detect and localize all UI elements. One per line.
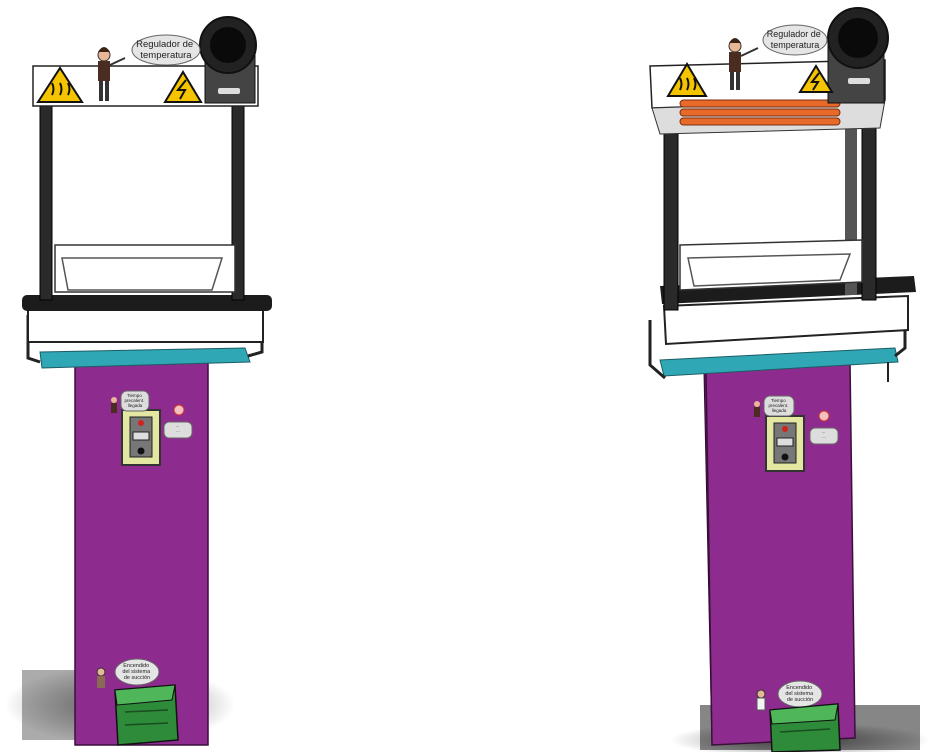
character-icon bbox=[819, 411, 829, 421]
timer-display bbox=[133, 432, 149, 440]
teal-plate bbox=[40, 348, 250, 368]
character-icon bbox=[754, 401, 760, 417]
character-icon bbox=[174, 405, 184, 415]
temperature-bubble-line-1: Regulador de bbox=[136, 39, 193, 50]
power-button[interactable] bbox=[138, 420, 144, 426]
left-post bbox=[40, 100, 52, 300]
character-icon bbox=[97, 668, 105, 688]
panel-bubble-right-line-2: ··· bbox=[176, 429, 180, 434]
suction-bin[interactable] bbox=[770, 704, 840, 752]
temperature-bubble: Regulador de temperatura bbox=[763, 25, 827, 55]
control-panel bbox=[122, 410, 160, 465]
start-button[interactable] bbox=[782, 454, 789, 461]
temperature-bubble-line-2: temperatura bbox=[140, 50, 192, 61]
suction-bubble: Encendido del sistema de succión bbox=[115, 659, 159, 685]
fan-slot bbox=[218, 88, 240, 94]
fan-inner bbox=[210, 27, 246, 63]
panel-bubble-right-line-2: ··· bbox=[822, 435, 826, 440]
forming-tray bbox=[55, 245, 235, 292]
suction-bubble: Encendido del sistema de succión bbox=[778, 681, 822, 707]
fan-inner bbox=[838, 18, 878, 58]
control-panel bbox=[766, 416, 804, 471]
machine-right: Regulador de temperatura Tiempo precalen… bbox=[650, 8, 930, 752]
character-icon bbox=[111, 397, 117, 413]
right-post bbox=[862, 100, 876, 300]
clamp-frame bbox=[664, 296, 908, 344]
svg-text:Encendido del sistema: Encendido del sistema de succión bbox=[122, 663, 151, 681]
panel-bubble-left-line-3: llegada bbox=[772, 408, 787, 413]
timer-display bbox=[777, 438, 793, 446]
power-button[interactable] bbox=[782, 426, 788, 432]
svg-text:··· ···: ··· ··· bbox=[175, 424, 180, 434]
heater-elements bbox=[680, 100, 840, 125]
svg-text:Encendido del sistema: Encendido del sistema de succión bbox=[785, 685, 814, 703]
character-icon bbox=[757, 690, 765, 710]
suction-bubble-line-3: de succión bbox=[124, 675, 150, 681]
temperature-bubble-line-1: Regulador de bbox=[767, 29, 821, 39]
svg-text:Regulador de temperatu: Regulador de temperatura bbox=[136, 39, 196, 61]
floor-shadow-block bbox=[22, 670, 82, 740]
svg-text:··· ···: ··· ··· bbox=[821, 430, 826, 440]
temperature-bubble: Regulador de temperatura bbox=[132, 35, 200, 65]
clamp-frame bbox=[28, 310, 263, 342]
machine-left: Regulador de temperatura Tiempo precalen… bbox=[5, 17, 272, 745]
suction-bubble-line-3: de succión bbox=[787, 697, 813, 703]
temperature-bubble-line-2: temperatura bbox=[771, 40, 820, 50]
panel-bubble-left-line-3: llegada bbox=[128, 403, 143, 408]
suction-bin[interactable] bbox=[115, 685, 178, 745]
fan-slot bbox=[848, 78, 870, 84]
svg-text:Regulador de temperatu: Regulador de temperatura bbox=[767, 29, 824, 50]
left-post bbox=[664, 110, 678, 310]
start-button[interactable] bbox=[138, 448, 145, 455]
